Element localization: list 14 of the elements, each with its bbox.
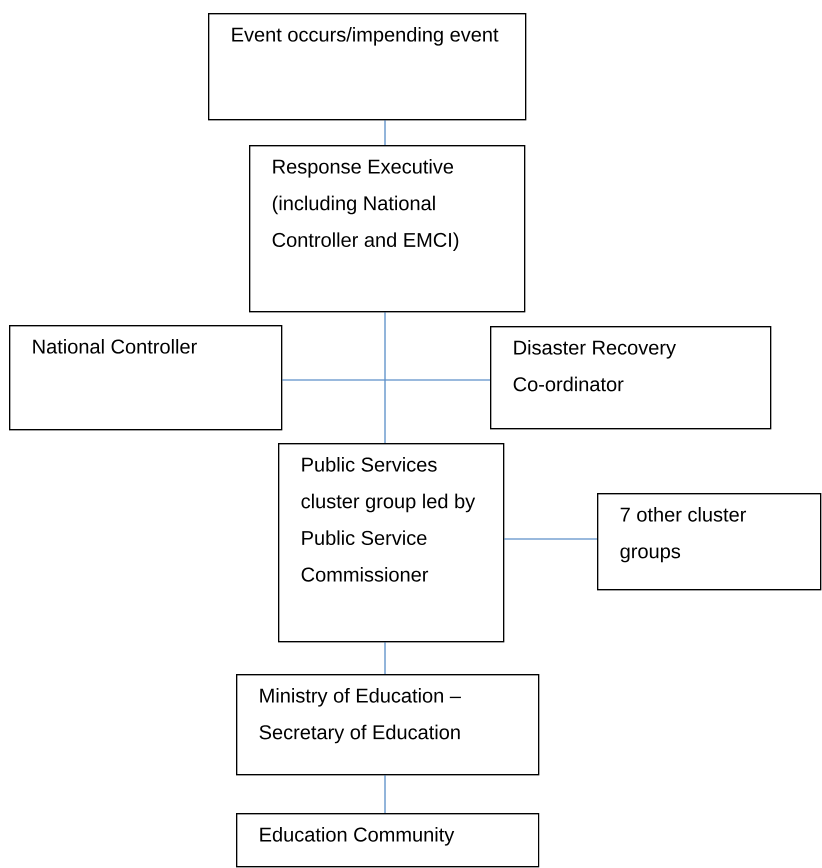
process-box: Event occurs/impending event bbox=[208, 13, 526, 120]
process-box: Response Executive (including National Controller and EMCI) bbox=[249, 145, 526, 312]
process-box: Education Community bbox=[236, 813, 540, 868]
connector-line bbox=[282, 379, 490, 381]
connector-line bbox=[384, 775, 386, 813]
process-box: National Controller bbox=[9, 325, 282, 430]
connector-line bbox=[384, 120, 386, 145]
process-box: Public Services cluster group led by Public Service Commissioner bbox=[278, 443, 504, 642]
connector-line bbox=[504, 538, 597, 540]
connector-line bbox=[384, 642, 386, 674]
process-box: 7 other cluster groups bbox=[597, 493, 822, 590]
process-box: Disaster Recovery Co-ordinator bbox=[490, 326, 772, 430]
connector-line bbox=[384, 312, 386, 443]
process-box: Ministry of Education – Secretary of Education bbox=[236, 674, 540, 776]
